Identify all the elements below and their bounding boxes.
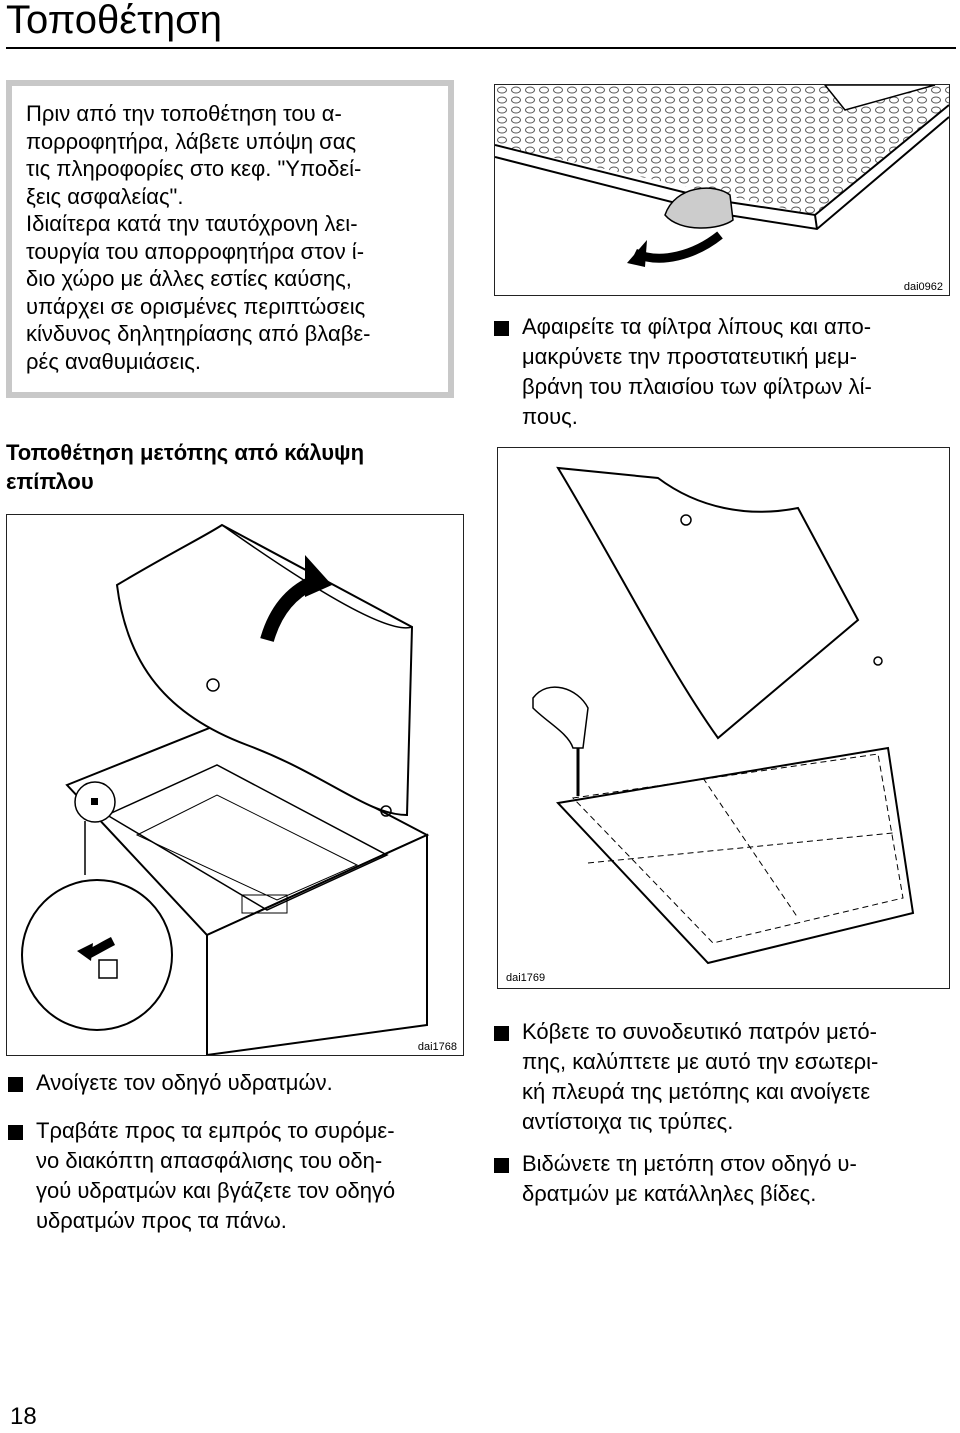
page-number: 18 bbox=[10, 1403, 37, 1430]
figure-filter-removal: dai0962 bbox=[494, 84, 950, 296]
safety-note-text: Πριν από την τοποθέτηση του α- πορροφητή… bbox=[26, 101, 371, 374]
step-open-guide: Ανοίγετε τον οδηγό υδρατμών. bbox=[36, 1070, 333, 1095]
bullet-icon bbox=[494, 1026, 509, 1041]
bullet-icon bbox=[494, 1158, 509, 1173]
safety-note-box: Πριν από την τοποθέτηση του α- πορροφητή… bbox=[6, 80, 454, 398]
bullet-icon bbox=[8, 1077, 23, 1092]
figure-label: dai1769 bbox=[506, 972, 546, 984]
section-heading: Τοποθέτηση μετόπης από κάλυψη επίπλου bbox=[6, 440, 365, 494]
filter-illustration bbox=[495, 85, 949, 267]
title-divider bbox=[6, 47, 956, 49]
step-remove-filters: Αφαιρείτε τα φίλτρα λίπους και απο- μακρ… bbox=[522, 314, 872, 429]
step-cut-template: Κόβετε το συνοδευτικό πατρόν μετό- πης, … bbox=[522, 1019, 879, 1134]
page-title: Τοποθέτηση bbox=[6, 0, 223, 42]
figure-drilling: dai1769 bbox=[497, 447, 950, 989]
bullet-icon bbox=[494, 321, 509, 336]
figure-label: dai0962 bbox=[903, 281, 943, 293]
step-screw-panel: Βιδώνετε τη μετόπη στον οδηγό υ- δρατμών… bbox=[522, 1151, 857, 1206]
figure-guide-removal: dai1768 bbox=[6, 514, 464, 1056]
figure-label: dai1768 bbox=[417, 1041, 457, 1053]
bullet-icon bbox=[8, 1125, 23, 1140]
guide-illustration bbox=[21, 523, 430, 1055]
drilling-illustration bbox=[532, 466, 915, 965]
step-pull-switch: Τραβάτε προς τα εμπρός το συρόμε- νο δια… bbox=[36, 1118, 396, 1233]
